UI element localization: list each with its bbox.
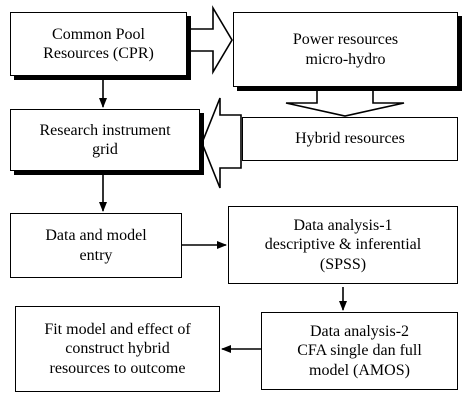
node-hybrid-resources-label: Hybrid resources <box>295 130 405 148</box>
node-data-and-model-entry-label: Data and model entry <box>45 227 147 264</box>
node-research-instrument-grid: Research instrument grid <box>10 109 200 171</box>
block-arrow-cpr-to-power <box>188 5 233 75</box>
node-power-resources: Power resources micro-hydro <box>233 12 458 87</box>
node-research-instrument-grid-label: Research instrument grid <box>39 121 171 158</box>
node-data-and-model-entry: Data and model entry <box>10 213 182 278</box>
node-common-pool-resources: Common Pool Resources (CPR) <box>10 12 187 76</box>
node-data-analysis-1-label: Data analysis-1 descriptive & inferentia… <box>264 217 422 273</box>
block-arrow-power-to-hybrid <box>285 89 405 117</box>
node-fit-model-outcome-label: Fit model and effect of construct hybrid… <box>44 321 191 377</box>
node-power-resources-label: Power resources micro-hydro <box>292 31 399 68</box>
node-fit-model-outcome: Fit model and effect of construct hybrid… <box>15 306 220 392</box>
node-data-analysis-1: Data analysis-1 descriptive & inferentia… <box>228 206 458 284</box>
block-arrow-hybrid-to-grid <box>201 97 242 189</box>
node-hybrid-resources: Hybrid resources <box>242 117 458 161</box>
node-data-analysis-2: Data analysis-2 CFA single dan full mode… <box>261 312 458 390</box>
node-common-pool-resources-label: Common Pool Resources (CPR) <box>43 25 154 62</box>
node-data-analysis-2-label: Data analysis-2 CFA single dan full mode… <box>297 323 422 379</box>
